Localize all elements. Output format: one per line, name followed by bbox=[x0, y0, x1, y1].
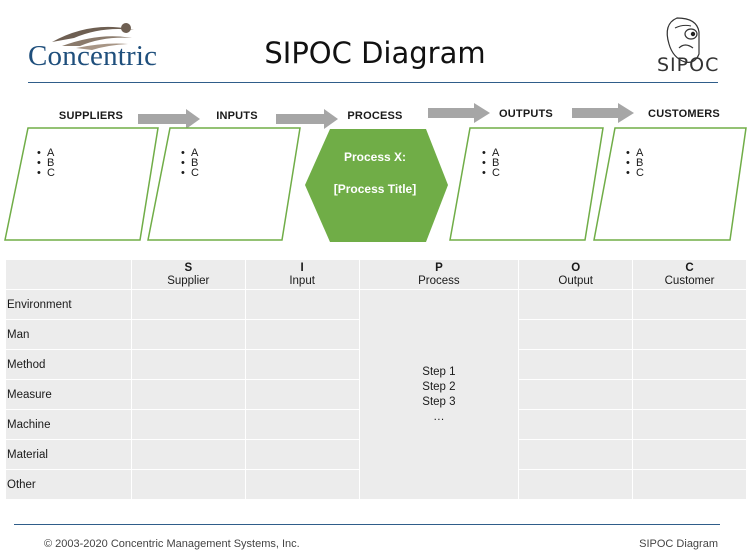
table-cell bbox=[130, 439, 246, 470]
table-cell bbox=[518, 469, 634, 500]
table-cell bbox=[130, 349, 246, 380]
table-cell bbox=[130, 289, 246, 320]
table-cell bbox=[632, 379, 747, 410]
table-row: Machine bbox=[5, 409, 747, 440]
list-item: C bbox=[482, 168, 500, 179]
process-step: Step 2 bbox=[422, 380, 456, 393]
list-item: B bbox=[37, 158, 55, 169]
footer-copyright: © 2003-2020 Concentric Management System… bbox=[44, 538, 300, 550]
row-label: Man bbox=[5, 319, 132, 350]
concentric-logo-swoosh-icon bbox=[52, 23, 134, 50]
table-cell bbox=[518, 409, 634, 440]
table-corner-cell bbox=[5, 259, 132, 290]
table-cell bbox=[632, 319, 747, 350]
sipoc-face-icon bbox=[666, 17, 700, 63]
footer-divider bbox=[14, 524, 720, 525]
list-item: C bbox=[37, 168, 55, 179]
table-cell bbox=[244, 439, 360, 470]
list-item: A bbox=[37, 148, 55, 159]
inputs-bullet-list: A B C bbox=[181, 148, 199, 179]
process-steps-cell: Step 1 Step 2 Step 3 … bbox=[358, 289, 520, 500]
table-row: Environment Step 1 Step 2 Step 3 … bbox=[5, 289, 747, 500]
list-item: B bbox=[181, 158, 199, 169]
process-name: Process X: bbox=[343, 150, 407, 164]
row-label: Measure bbox=[5, 379, 132, 410]
table-cell bbox=[244, 289, 360, 320]
table-cell bbox=[518, 379, 634, 410]
inputs-box bbox=[147, 127, 301, 241]
table-cell bbox=[130, 379, 246, 410]
header-divider bbox=[28, 82, 718, 83]
table-cell bbox=[632, 349, 747, 380]
list-item: B bbox=[482, 158, 500, 169]
row-label: Other bbox=[5, 469, 132, 500]
sipoc-mark-text: SIPOC bbox=[657, 54, 720, 76]
customers-bullet-list: A B C bbox=[626, 148, 644, 179]
row-label: Machine bbox=[5, 409, 132, 440]
sipoc-flow: SUPPLIERS INPUTS PROCESS OUTPUTS CUSTOME… bbox=[0, 95, 750, 255]
page-title: SIPOC Diagram bbox=[264, 36, 486, 70]
arrow-outputs-customers-icon bbox=[572, 103, 634, 123]
outputs-box bbox=[449, 127, 604, 241]
footer-doc-name: SIPOC Diagram bbox=[639, 538, 718, 550]
company-logo-text: Concentric bbox=[28, 40, 158, 72]
table-cell bbox=[244, 349, 360, 380]
table-cell bbox=[244, 379, 360, 410]
table-cell bbox=[518, 289, 634, 320]
stage-label-inputs: INPUTS bbox=[216, 110, 258, 122]
suppliers-bullet-list: A B C bbox=[37, 148, 55, 179]
process-step: Step 3 bbox=[422, 395, 456, 408]
row-label: Environment bbox=[5, 289, 132, 320]
list-item: B bbox=[626, 158, 644, 169]
list-item: C bbox=[181, 168, 199, 179]
table-row: Other bbox=[5, 469, 747, 500]
table-cell bbox=[632, 409, 747, 440]
table-cell bbox=[244, 469, 360, 500]
table-cell bbox=[518, 349, 634, 380]
customers-box bbox=[593, 127, 747, 241]
table-cell bbox=[244, 319, 360, 350]
row-label: Method bbox=[5, 349, 132, 380]
stage-label-process: PROCESS bbox=[347, 110, 403, 122]
arrow-process-outputs-icon bbox=[428, 103, 490, 123]
list-item: A bbox=[181, 148, 199, 159]
list-item: C bbox=[626, 168, 644, 179]
list-item: A bbox=[482, 148, 500, 159]
table-cell bbox=[244, 409, 360, 440]
table-cell bbox=[130, 409, 246, 440]
stage-label-suppliers: SUPPLIERS bbox=[58, 110, 124, 122]
stage-label-customers: CUSTOMERS bbox=[648, 108, 720, 120]
table-cell bbox=[632, 289, 747, 320]
arrow-suppliers-inputs-icon bbox=[138, 109, 200, 129]
arrow-inputs-process-icon bbox=[276, 109, 338, 129]
table-row: Method bbox=[5, 349, 747, 380]
table-cell bbox=[632, 439, 747, 470]
stage-label-outputs: OUTPUTS bbox=[499, 108, 553, 120]
row-label: Material bbox=[5, 439, 132, 470]
table-cell bbox=[518, 439, 634, 470]
outputs-bullet-list: A B C bbox=[482, 148, 500, 179]
process-hexagon bbox=[305, 129, 448, 242]
process-step: … bbox=[433, 410, 445, 423]
list-item: A bbox=[626, 148, 644, 159]
suppliers-box bbox=[4, 127, 159, 241]
table-row: Measure bbox=[5, 379, 747, 410]
process-title: [Process Title] bbox=[333, 182, 417, 196]
process-step: Step 1 bbox=[422, 365, 456, 378]
table-cell bbox=[130, 469, 246, 500]
table-cell bbox=[130, 319, 246, 350]
table-cell bbox=[518, 319, 634, 350]
table-cell bbox=[632, 469, 747, 500]
